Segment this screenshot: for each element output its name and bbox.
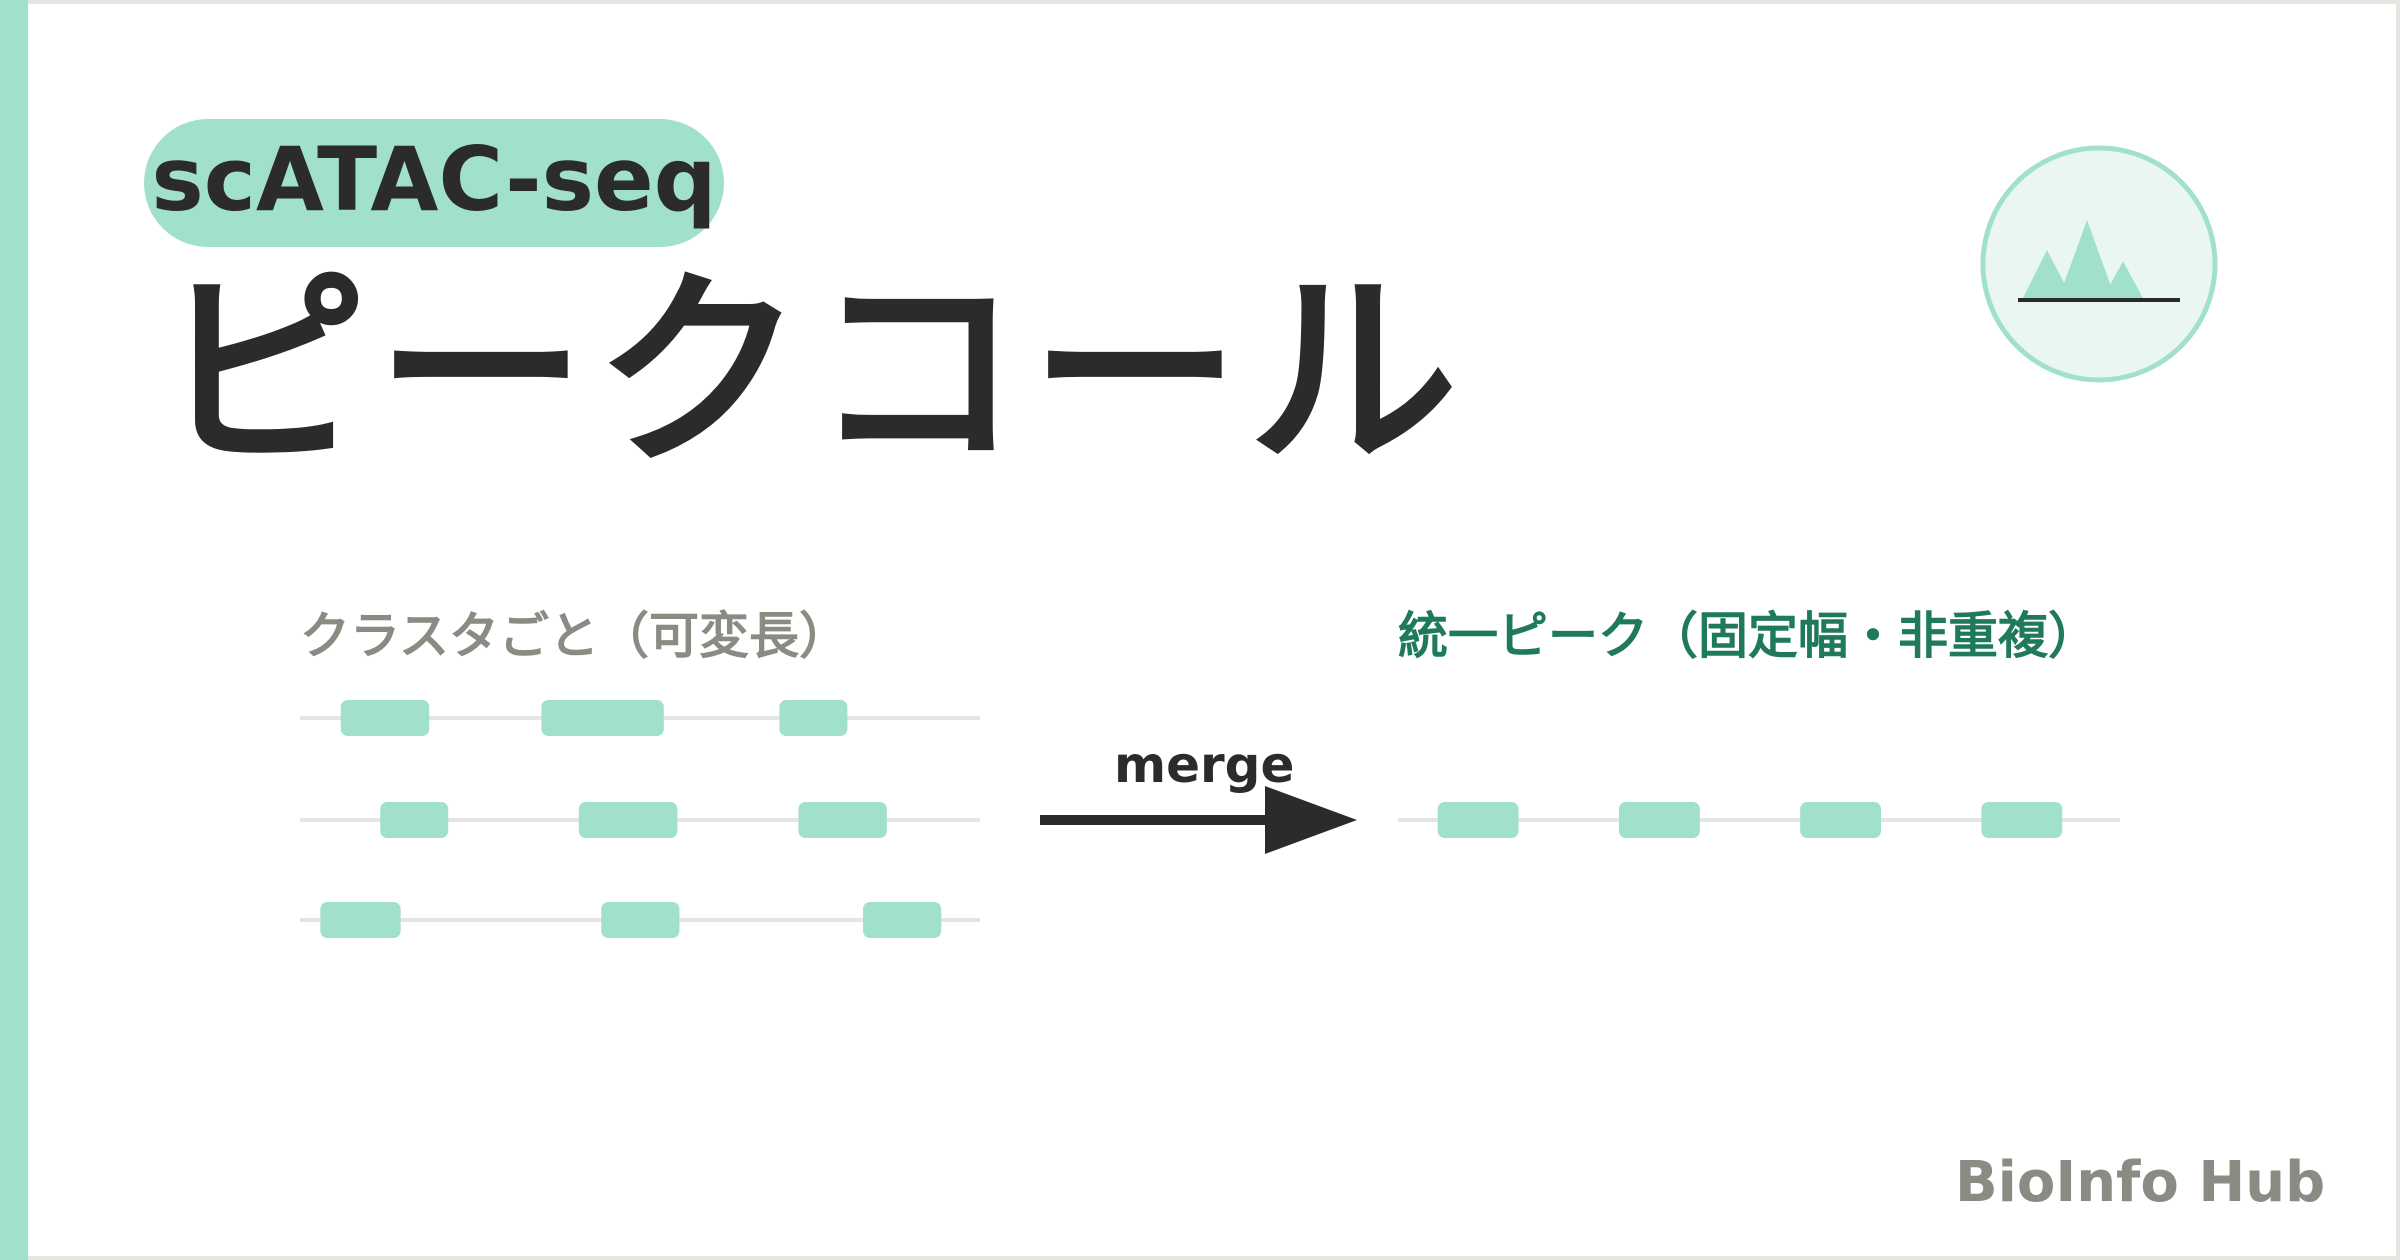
cluster-track-2 <box>300 802 980 838</box>
merge-label: merge <box>1114 736 1295 794</box>
cluster-track-2-peak-2 <box>578 802 678 838</box>
cluster-track-2-peak-1 <box>380 802 449 838</box>
cluster-track-1-peak-1 <box>340 700 430 736</box>
page-title: ピークコール <box>158 250 1467 495</box>
category-tag-label: scATAC-seq <box>151 127 717 231</box>
accent-bar <box>0 0 28 1260</box>
cluster-track-1-peak-2 <box>541 700 664 736</box>
unified-track-peak-3 <box>1800 802 1882 838</box>
cluster-track-1 <box>300 700 980 736</box>
right-panel-label: 統一ピーク（固定幅・非重複） <box>1398 607 2098 665</box>
cluster-track-2-peak-3 <box>798 802 887 838</box>
cluster-track-3-peak-3 <box>863 902 942 938</box>
logo-badge <box>1980 145 2218 383</box>
cluster-track-3-peak-1 <box>320 902 401 938</box>
category-tag: scATAC-seq <box>144 119 724 247</box>
left-tracks <box>300 700 980 938</box>
cluster-track-3-peak-2 <box>601 902 680 938</box>
left-panel-label: クラスタごと（可変長） <box>300 607 849 665</box>
mountain-peaks-icon <box>2018 220 2180 302</box>
right-track <box>1398 802 2120 838</box>
merge-arrow <box>1040 786 1357 854</box>
brand-name: BioInfo Hub <box>1955 1150 2326 1215</box>
unified-track-peak-1 <box>1437 802 1519 838</box>
unified-track-peak-4 <box>1981 802 2063 838</box>
cluster-track-3 <box>300 902 980 938</box>
cluster-track-1-peak-3 <box>779 700 848 736</box>
unified-track-peak-2 <box>1618 802 1700 838</box>
